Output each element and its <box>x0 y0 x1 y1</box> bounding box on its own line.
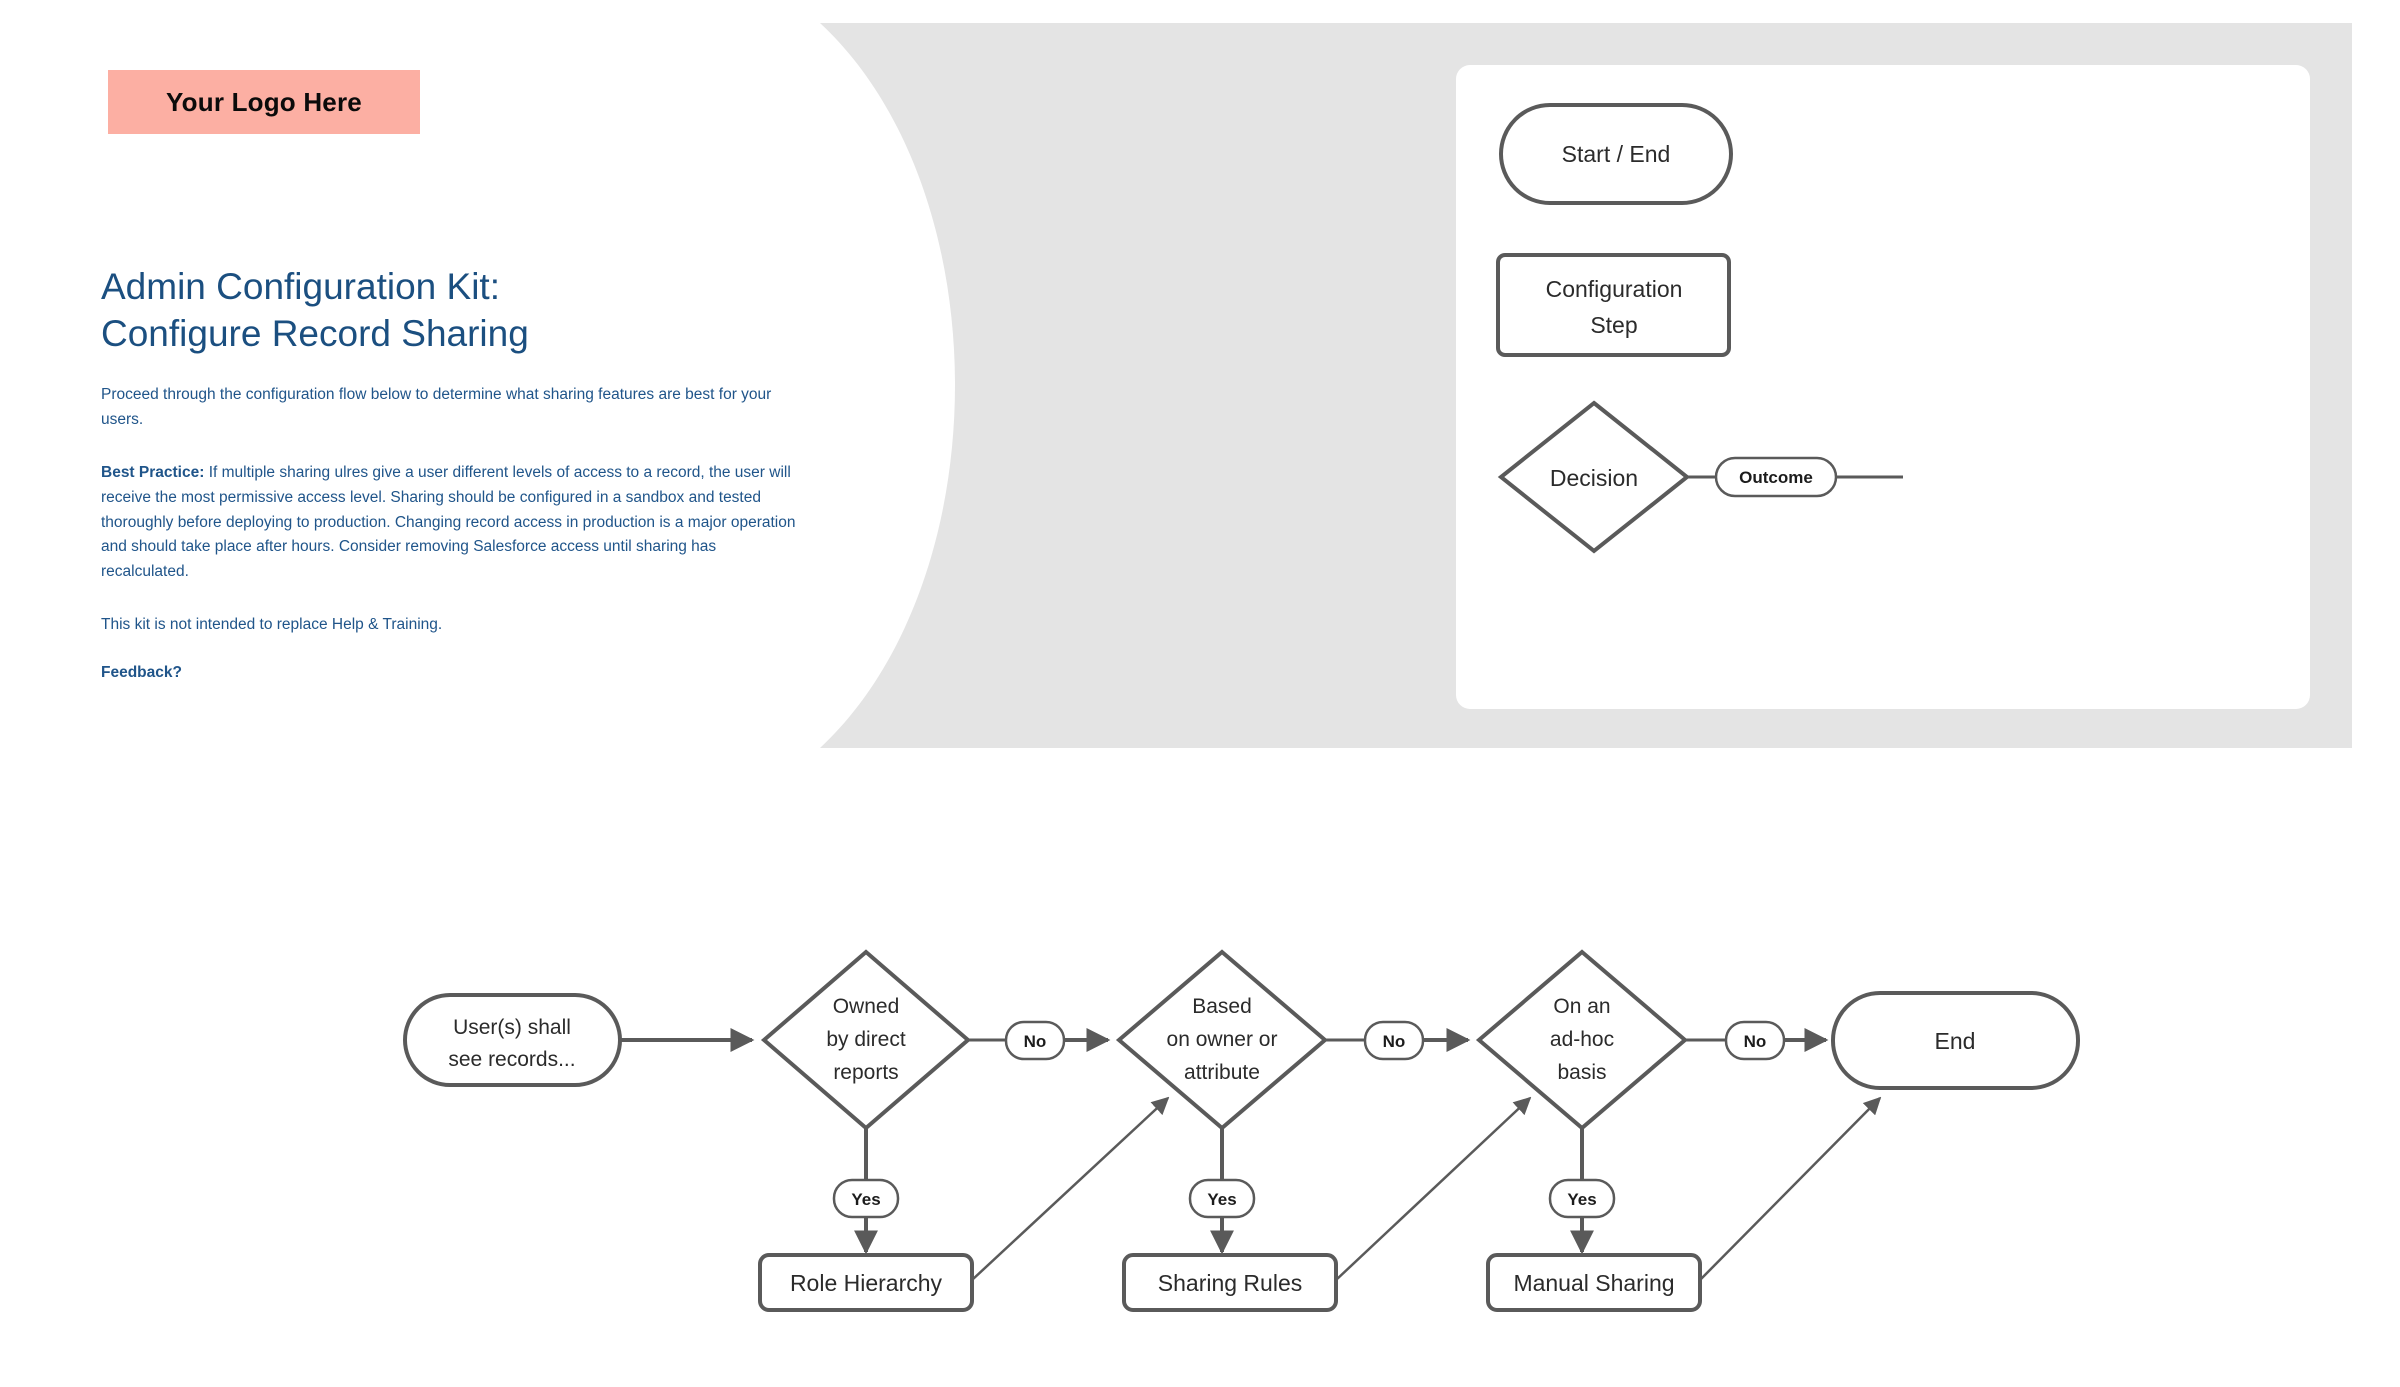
intro-paragraph-best-practice: Best Practice: If multiple sharing ulres… <box>101 461 801 585</box>
edge-badge-no3-shape <box>1724 1020 1786 1061</box>
edge-manual-to-end <box>1699 1096 1882 1281</box>
edge-badge-yes3-shape <box>1548 1178 1616 1219</box>
edge-badge-no2-shape <box>1363 1020 1425 1061</box>
node-decision3-label-line2: ad-hoc <box>1550 1028 1614 1051</box>
node-manual-sharing-shape[interactable] <box>1486 1253 1702 1312</box>
edge-badge-yes1-shape <box>832 1178 900 1219</box>
node-start-label-line1: User(s) shall <box>453 1016 571 1039</box>
legend-outcome-label: Outcome <box>1739 468 1813 487</box>
edge-badge-no1-label: No <box>1024 1032 1047 1051</box>
node-decision1-label-line2: by direct <box>826 1028 906 1051</box>
node-decision2-label-line3: attribute <box>1184 1061 1260 1084</box>
edge-role-to-decision2 <box>971 1096 1170 1281</box>
node-role-hierarchy-shape[interactable] <box>758 1253 974 1312</box>
node-decision2-shape[interactable] <box>1115 949 1329 1131</box>
best-practice-body: If multiple sharing ulres give a user di… <box>101 463 796 581</box>
legend-outcome-shape <box>1714 456 1838 498</box>
feedback-link[interactable]: Feedback? <box>101 663 182 681</box>
node-role-hierarchy-label: Role Hierarchy <box>790 1270 943 1296</box>
legend-diagram: Start / End Configuration Step Decision … <box>1496 103 1903 554</box>
node-decision1-shape[interactable] <box>760 949 972 1131</box>
node-decision1-label-line3: reports <box>833 1061 898 1084</box>
edge-badge-yes2-shape <box>1188 1178 1256 1219</box>
intro-text-block: Admin Configuration Kit: Configure Recor… <box>101 265 801 697</box>
page-title: Admin Configuration Kit: Configure Recor… <box>101 265 801 355</box>
legend-start-end-shape <box>1499 103 1733 205</box>
edge-badge-no1-shape <box>1004 1020 1066 1061</box>
node-decision2-label-line2: on owner or <box>1167 1028 1278 1051</box>
node-start-shape[interactable] <box>403 993 622 1087</box>
best-practice-label: Best Practice: <box>101 463 205 481</box>
node-decision3-label-line3: basis <box>1557 1061 1606 1084</box>
edge-badge-yes3-label: Yes <box>1567 1190 1596 1209</box>
page-title-line1: Admin Configuration Kit: <box>101 266 500 307</box>
edge-badge-no2-label: No <box>1383 1032 1406 1051</box>
legend-start-end-label: Start / End <box>1562 141 1671 167</box>
edge-badge-yes1-label: Yes <box>851 1190 880 1209</box>
legend-decision-shape <box>1497 400 1691 554</box>
logo-placeholder: Your Logo Here <box>108 70 420 134</box>
logo-text: Your Logo Here <box>166 86 362 117</box>
node-decision2-label-line1: Based <box>1192 995 1252 1018</box>
intro-paragraph-3: This kit is not intended to replace Help… <box>101 615 443 633</box>
intro-paragraph-1: Proceed through the configuration flow b… <box>101 386 772 429</box>
node-end-label: End <box>1935 1028 1976 1054</box>
legend-card: Start / End Configuration Step Decision … <box>1456 65 2310 709</box>
edge-badge-yes2-label: Yes <box>1207 1190 1236 1209</box>
node-sharing-rules-shape[interactable] <box>1122 1253 1338 1312</box>
node-sharing-rules-label: Sharing Rules <box>1158 1270 1302 1296</box>
node-decision1-label-line1: Owned <box>833 995 900 1018</box>
node-start-label-line2: see records... <box>448 1048 575 1071</box>
node-end-shape[interactable] <box>1831 991 2080 1090</box>
node-decision3-label-line1: On an <box>1553 995 1610 1018</box>
legend-config-step-shape <box>1496 253 1731 357</box>
node-decision3-shape[interactable] <box>1475 949 1689 1131</box>
record-sharing-flowchart: User(s) shall see records... Owned by di… <box>403 949 2080 1312</box>
legend-decision-label: Decision <box>1550 465 1638 491</box>
legend-config-step-label-line2: Step <box>1590 312 1637 338</box>
legend-config-step-label-line1: Configuration <box>1546 276 1683 302</box>
edge-badge-no3-label: No <box>1744 1032 1767 1051</box>
edge-rules-to-decision3 <box>1335 1096 1532 1281</box>
node-manual-sharing-label: Manual Sharing <box>1513 1270 1674 1296</box>
page-title-line2: Configure Record Sharing <box>101 312 529 354</box>
